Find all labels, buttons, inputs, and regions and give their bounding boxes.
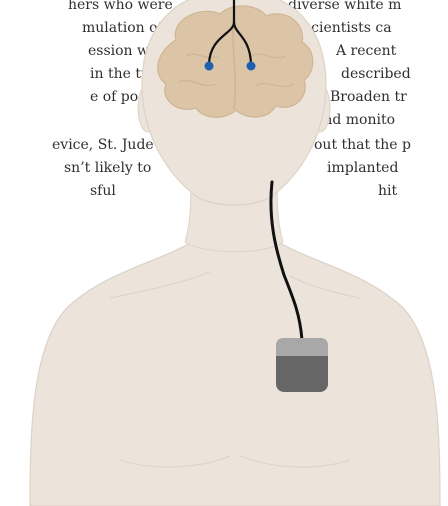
electrode-right	[247, 62, 256, 71]
pulse-generator-device	[276, 338, 328, 392]
electrode-left	[205, 62, 214, 71]
brain-shape	[158, 6, 313, 117]
